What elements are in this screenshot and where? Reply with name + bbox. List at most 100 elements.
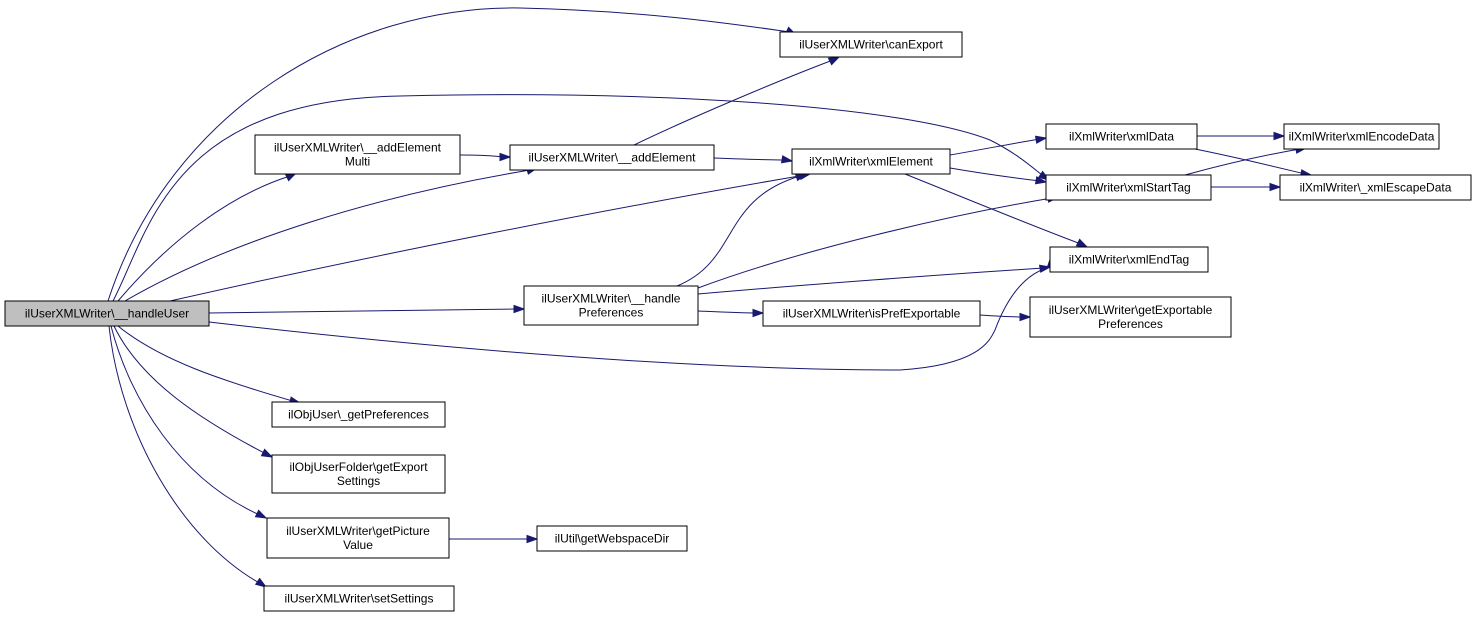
edge-line	[633, 59, 834, 146]
arrowhead-icon	[260, 448, 274, 458]
arrowhead-icon	[752, 308, 765, 318]
node-xml-element[interactable]: ilXmlWriter\xmlElement	[791, 148, 951, 175]
node-label: ilXmlWriter\xmlStartTag	[1066, 181, 1190, 195]
edge-xml-data-to-xml-encode-data	[1197, 131, 1286, 141]
node-label: ilUserXMLWriter\__handleUser	[25, 307, 189, 321]
edge-handle-preferences-to-is-pref-exportable	[697, 308, 765, 318]
node-xml-end-tag[interactable]: ilXmlWriter\xmlEndTag	[1049, 246, 1209, 273]
node-box	[271, 454, 446, 494]
node-label: Value	[343, 538, 373, 552]
node-label: Settings	[337, 474, 380, 488]
arrowhead-icon	[499, 152, 512, 162]
node-is-pref-exportable[interactable]: ilUserXMLWriter\isPrefExportable	[762, 300, 981, 327]
node-box	[1283, 123, 1440, 150]
edge-xml-element-to-xml-end-tag	[904, 173, 1089, 248]
arrowhead-icon	[1019, 312, 1032, 322]
node-label: ilUserXMLWriter\__addElement	[274, 141, 442, 155]
edge-line	[117, 175, 291, 302]
edge-line	[208, 308, 519, 314]
edge-line	[110, 325, 263, 517]
node-xml-encode-data[interactable]: ilXmlWriter\xmlEncodeData	[1283, 123, 1440, 150]
node-label: ilUserXMLWriter\getPicture	[286, 524, 430, 538]
edge-handle-preferences-to-xml-start-tag	[697, 194, 1060, 289]
edge-xml-element-to-xml-start-tag	[949, 167, 1048, 185]
arrowhead-icon	[254, 509, 268, 519]
arrowhead-icon	[254, 577, 268, 588]
node-box	[509, 144, 715, 171]
node-box	[1045, 174, 1212, 201]
node-label: ilUserXMLWriter\__addElement	[529, 151, 697, 165]
edge-get-picture-value-to-get-webspace-dir	[448, 534, 539, 544]
arrowhead-icon	[513, 304, 526, 314]
node-get-webspace-dir[interactable]: ilUtil\getWebspaceDir	[536, 525, 688, 552]
edge-handle-user-to-set-settings	[108, 325, 268, 588]
node-set-settings[interactable]: ilUserXMLWriter\setSettings	[263, 585, 455, 612]
node-label: ilUserXMLWriter\isPrefExportable	[783, 307, 961, 321]
edge-line	[117, 325, 297, 403]
arrowhead-icon	[1273, 131, 1286, 141]
node-xml-start-tag[interactable]: ilXmlWriter\xmlStartTag	[1045, 174, 1212, 201]
node-box	[523, 285, 699, 326]
node-box	[762, 300, 981, 327]
node-label: ilUserXMLWriter\__handle	[542, 292, 681, 306]
edge-handle-user-to-xml-start-tag	[112, 94, 1051, 302]
edge-line	[713, 157, 787, 161]
node-label: ilXmlWriter\xmlElement	[809, 155, 933, 169]
edge-line	[108, 325, 264, 586]
edge-line	[697, 310, 758, 314]
node-label: ilObjUser\_getPreferences	[288, 408, 429, 422]
edge-line	[676, 175, 801, 287]
node-label: ilObjUserFolder\getExport	[289, 460, 428, 474]
node-can-export[interactable]: ilUserXMLWriter\canExport	[779, 31, 963, 58]
arrowhead-icon	[1075, 238, 1089, 248]
node-label: ilUtil\getWebspaceDir	[555, 532, 670, 546]
node-label: ilUserXMLWriter\setSettings	[285, 592, 434, 606]
edge-line	[697, 267, 1045, 295]
edge-add-element-multi-to-add-element	[459, 152, 512, 162]
node-box	[271, 401, 446, 428]
node-xml-escape-data[interactable]: ilXmlWriter\_xmlEscapeData	[1279, 174, 1472, 201]
edge-line	[169, 174, 806, 302]
arrowhead-icon	[526, 534, 539, 544]
node-box	[1049, 246, 1209, 273]
edge-handle-preferences-to-xml-end-tag	[697, 264, 1052, 295]
node-label: ilUserXMLWriter\canExport	[799, 38, 943, 52]
arrowhead-icon	[1269, 182, 1282, 192]
arrowhead-icon	[1034, 176, 1048, 185]
edge-handle-user-to-get-preferences	[117, 325, 302, 405]
node-get-preferences[interactable]: ilObjUser\_getPreferences	[271, 401, 446, 428]
edge-line	[113, 325, 271, 457]
node-xml-data[interactable]: ilXmlWriter\xmlData	[1045, 123, 1198, 150]
edge-handle-user-to-get-export-settings	[113, 325, 274, 458]
node-label: ilXmlWriter\xmlData	[1069, 130, 1174, 144]
edge-handle-preferences-to-xml-element	[676, 173, 808, 287]
node-box	[263, 585, 455, 612]
edge-line	[459, 154, 505, 158]
node-label: ilXmlWriter\_xmlEscapeData	[1300, 181, 1452, 195]
node-label: Preferences	[1098, 317, 1163, 331]
edge-handle-user-to-get-picture-value	[110, 325, 268, 519]
node-label: Preferences	[579, 306, 644, 320]
node-box	[779, 31, 963, 58]
node-handle-user[interactable]: ilUserXMLWriter\__handleUser	[4, 300, 210, 327]
edge-line	[1184, 148, 1301, 176]
node-box	[254, 134, 461, 175]
edge-add-element-to-xml-element	[713, 155, 794, 164]
edge-xml-element-to-xml-data	[949, 135, 1048, 156]
node-label: Multi	[345, 155, 370, 169]
edge-line	[208, 265, 1056, 371]
edge-line	[949, 167, 1041, 182]
arrowhead-icon	[827, 56, 841, 66]
edge-add-element-to-can-export	[633, 56, 841, 146]
node-box	[1029, 296, 1232, 338]
edge-is-pref-exportable-to-get-exportable-preferences	[979, 312, 1032, 322]
arrowhead-icon	[1038, 264, 1052, 273]
arrowhead-icon	[780, 155, 794, 164]
node-add-element[interactable]: ilUserXMLWriter\__addElement	[509, 144, 715, 171]
